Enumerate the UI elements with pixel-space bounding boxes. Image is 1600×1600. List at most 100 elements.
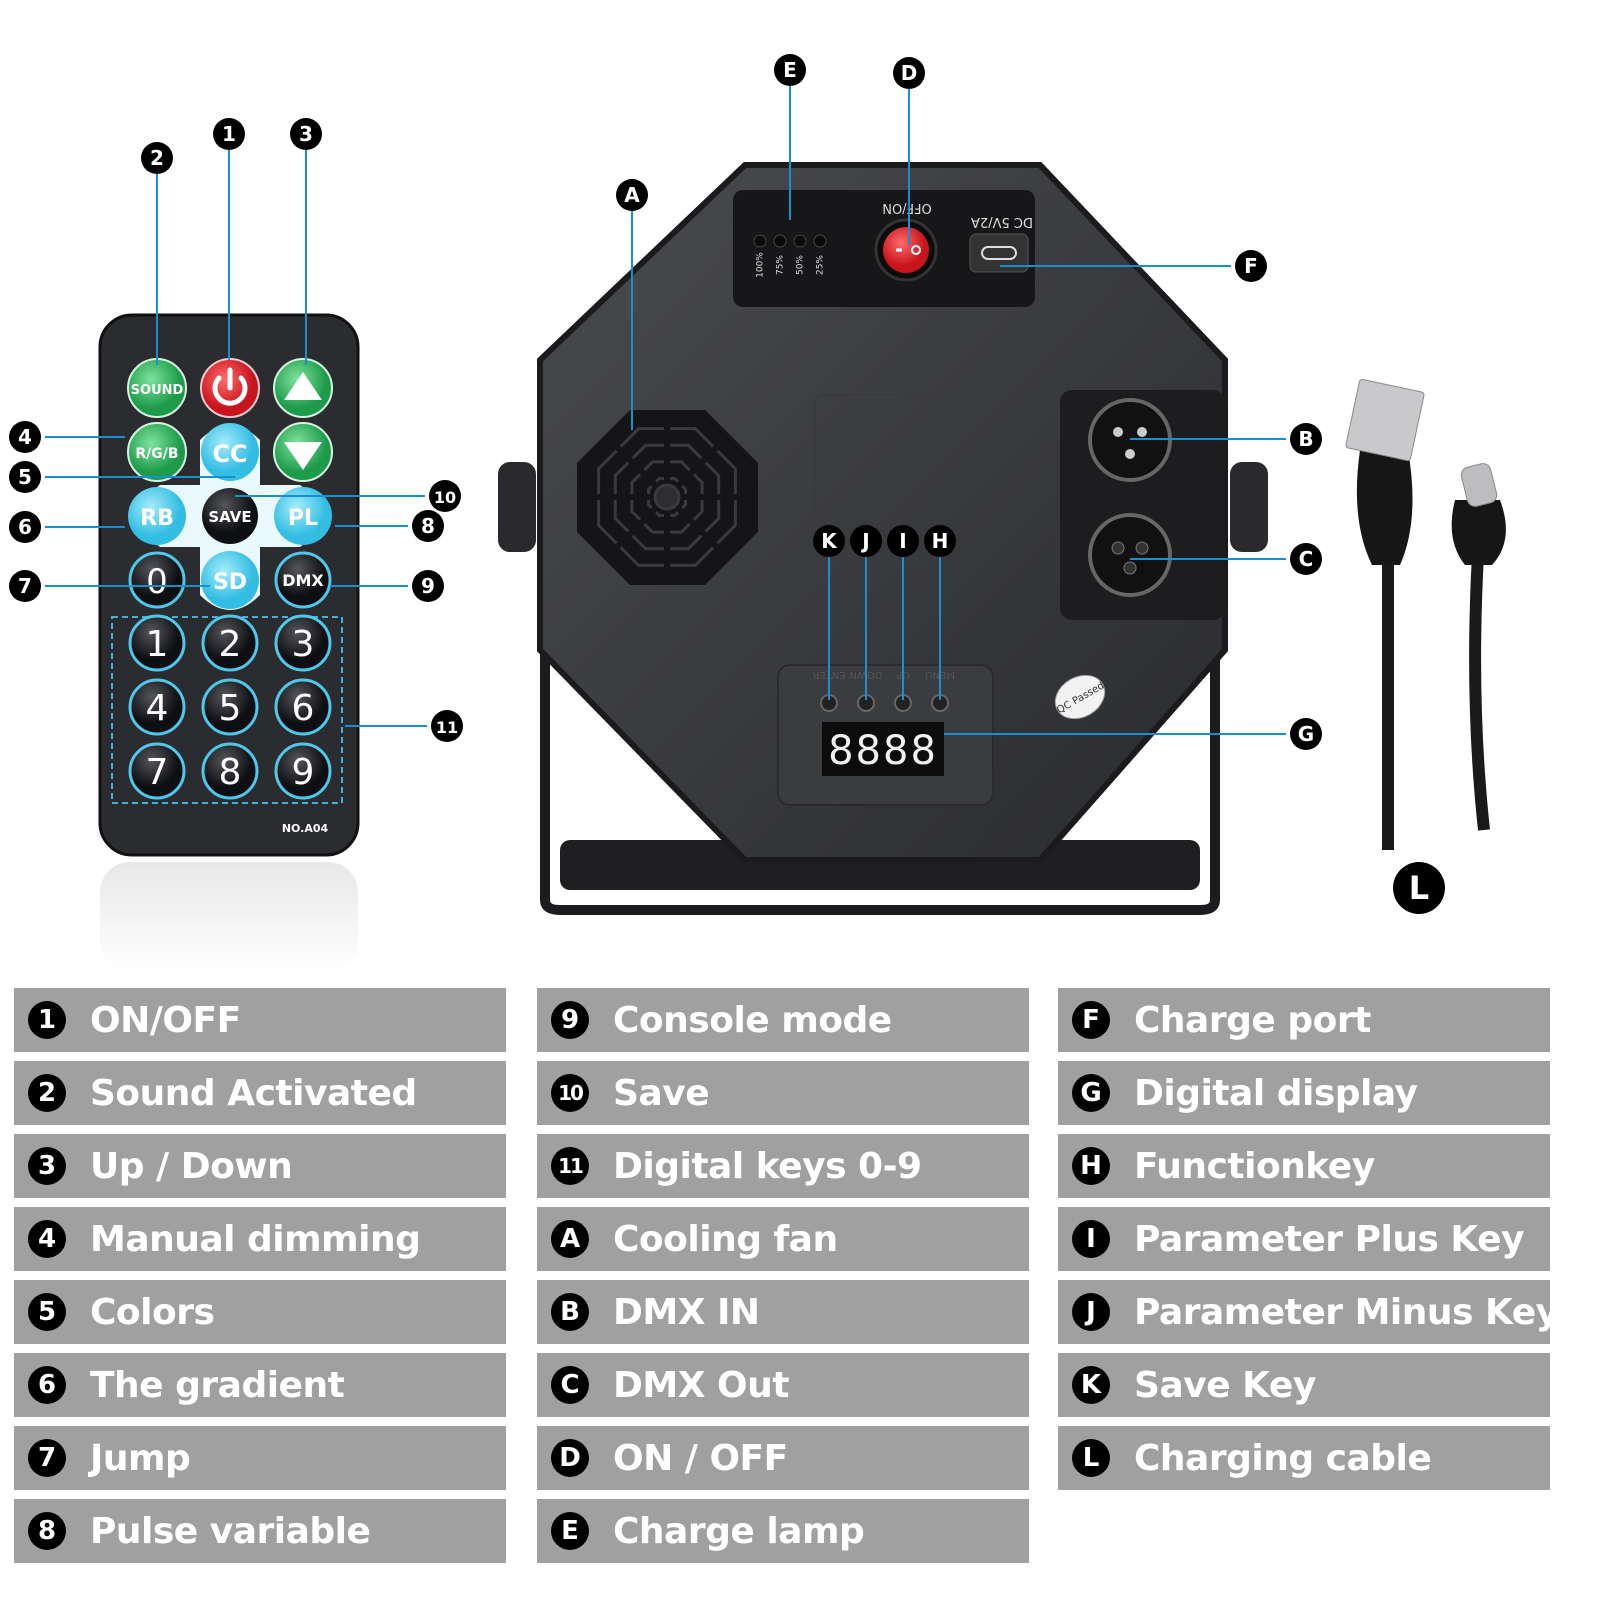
pl-button[interactable] <box>274 487 332 545</box>
usb-a-plug-body <box>1356 450 1413 565</box>
callout-badge-3 <box>290 118 322 150</box>
callout-badge-c <box>1290 543 1322 575</box>
power-icon <box>212 367 248 406</box>
callout-badge-2 <box>141 142 173 174</box>
power-switch[interactable] <box>883 227 929 273</box>
stage-light-device: 100%75%50%25% OFF/ON DC 5V/2A QC Passed … <box>498 162 1268 915</box>
digit-key-5[interactable] <box>201 678 259 736</box>
legend-text: Colors <box>90 1291 215 1333</box>
callout-badge-label: 1 <box>222 122 236 146</box>
charge-led <box>793 234 807 248</box>
qc-sticker <box>1054 674 1106 720</box>
legend-badge: 3 <box>28 1147 66 1185</box>
legend-text: Jump <box>90 1437 191 1479</box>
digit-key-7[interactable] <box>128 742 186 800</box>
usb-c-plug-body <box>1451 500 1506 565</box>
callout-badge-a <box>616 179 648 211</box>
callout-badge-label: E <box>783 58 797 82</box>
legend-badge: C <box>551 1366 589 1404</box>
legend-text: Cooling fan <box>613 1218 838 1260</box>
digit-key-2[interactable] <box>201 614 259 672</box>
callout-badge-label: 11 <box>436 718 458 737</box>
rb-button[interactable] <box>128 487 186 545</box>
mounting-bracket <box>540 470 1220 915</box>
digit-key-label: 3 <box>292 624 315 665</box>
save-button[interactable] <box>202 488 258 544</box>
charge-led <box>753 234 767 248</box>
callout-badge-label: H <box>932 529 949 553</box>
callout-badge-f <box>1235 250 1267 282</box>
callout-badge-label: 6 <box>18 515 32 539</box>
bracket-knob-left[interactable] <box>498 462 536 552</box>
callout-badge-label: 9 <box>421 574 435 598</box>
dmx-out-connector[interactable] <box>1088 513 1172 597</box>
charge-led <box>813 234 827 248</box>
legend-badge: 11 <box>551 1147 589 1185</box>
bracket-knob-right[interactable] <box>1230 462 1268 552</box>
rgb-button-label: R/G/B <box>135 446 178 462</box>
digit-key-label: 1 <box>146 624 169 665</box>
rgb-button[interactable] <box>127 422 187 482</box>
callout-badge-5 <box>9 461 41 493</box>
dmx-button[interactable] <box>274 551 332 609</box>
legend-text: Digital keys 0-9 <box>613 1145 922 1187</box>
zero-button[interactable] <box>128 551 186 609</box>
digit-key-1[interactable] <box>128 614 186 672</box>
callout-badge-g <box>1290 718 1322 750</box>
charge-led-label: 75% <box>776 255 786 275</box>
legend-badge: 8 <box>28 1512 66 1550</box>
legend-badge: I <box>1072 1220 1110 1258</box>
digit-key-label: 4 <box>146 688 169 729</box>
sd-button-label: SD <box>213 570 247 595</box>
legend-badge: 5 <box>28 1293 66 1331</box>
digit-key-8[interactable] <box>201 742 259 800</box>
cc-button[interactable] <box>201 423 259 481</box>
callout-badge-label: A <box>624 183 640 207</box>
fan-grill-ring <box>613 443 721 551</box>
legend-text: Charge lamp <box>613 1510 865 1552</box>
remote-reflection <box>100 862 358 972</box>
socket <box>1123 561 1137 575</box>
callout-badge-i <box>887 525 919 557</box>
legend-text: Manual dimming <box>90 1218 421 1260</box>
legend-badge: B <box>551 1293 589 1331</box>
device-body <box>537 162 1228 863</box>
triangle-up-icon <box>284 372 322 400</box>
dmx-button-label: DMX <box>282 571 324 590</box>
cooling-fan <box>577 410 758 585</box>
callout-badge-6 <box>9 511 41 543</box>
remote-model-label: NO.A04 <box>282 822 329 835</box>
legend-text: Pulse variable <box>90 1510 371 1552</box>
digit-key-6[interactable] <box>274 678 332 736</box>
callout-badge-label: D <box>901 61 918 85</box>
digit-key-4[interactable] <box>128 678 186 736</box>
callout-badge-label: 8 <box>421 514 435 538</box>
callout-badge-label: 5 <box>18 465 32 489</box>
legend-item-8: 8 Pulse variable <box>14 1499 506 1563</box>
legend-badge: 2 <box>28 1074 66 1112</box>
usb-c-port[interactable] <box>981 246 1017 260</box>
digit-key-label: 5 <box>219 688 242 729</box>
charge-lamp: 100%75%50%25% <box>753 234 827 278</box>
digit-key-9[interactable] <box>274 742 332 800</box>
charge-led <box>773 234 787 248</box>
legend-text: Console mode <box>613 999 892 1041</box>
pin <box>1125 449 1135 459</box>
usb-c-port-housing <box>969 233 1029 273</box>
sd-button[interactable] <box>201 551 259 609</box>
digit-key-3[interactable] <box>274 614 332 672</box>
callout-badge-label: I <box>899 529 906 553</box>
